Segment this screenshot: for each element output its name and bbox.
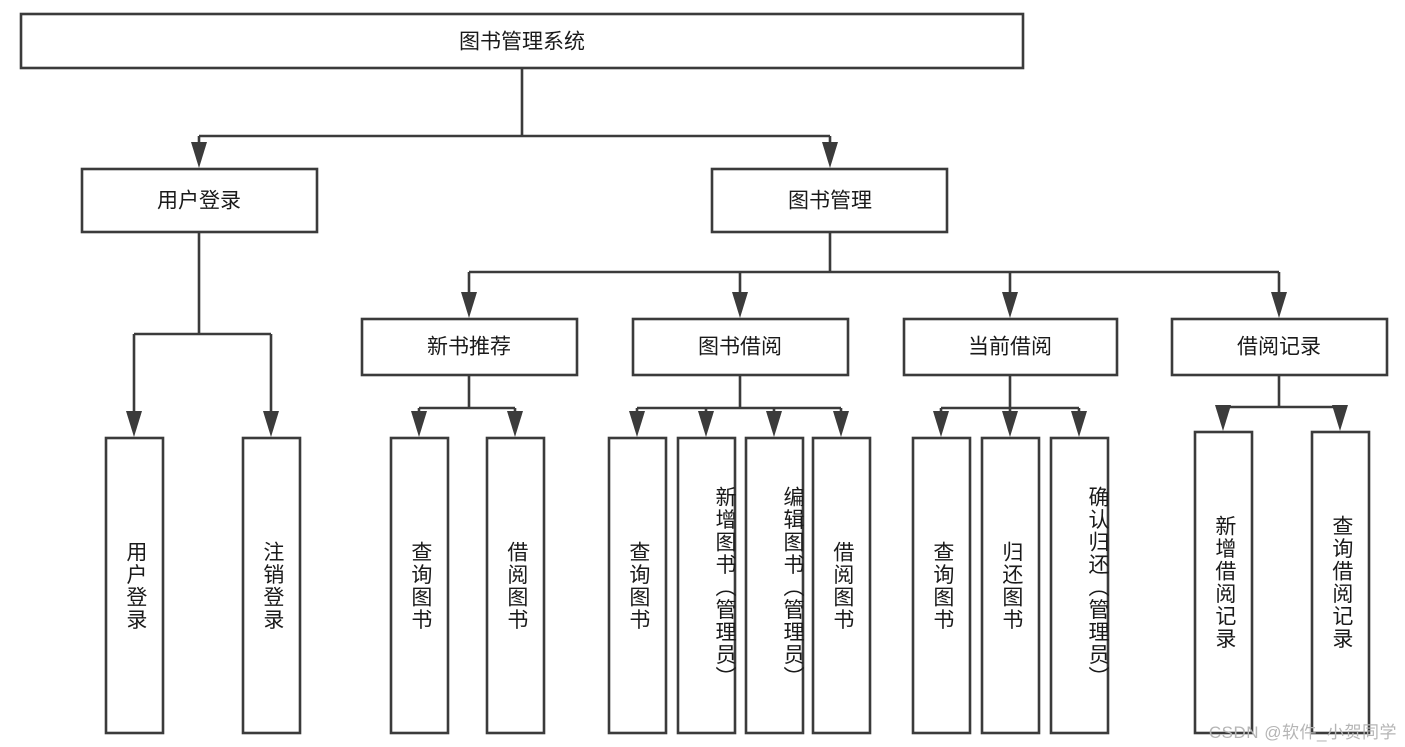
leaf-query-book-1-box[interactable] bbox=[389, 436, 450, 735]
node-borrow-record-box[interactable] bbox=[1170, 317, 1389, 377]
leaf-return-book-box[interactable] bbox=[980, 436, 1041, 735]
connector-newbook-to-leaves bbox=[411, 375, 523, 437]
connector-borrowrecord-to-leaves bbox=[1215, 375, 1348, 431]
leaf-query-book-3-box[interactable] bbox=[911, 436, 972, 735]
connector-bookborrow-to-leaves bbox=[629, 375, 849, 437]
connector-root-to-level2 bbox=[191, 68, 838, 168]
leaf-user-login-box[interactable] bbox=[104, 436, 165, 735]
node-book-management-box[interactable] bbox=[710, 167, 949, 234]
leaf-logout-login-box[interactable] bbox=[241, 436, 302, 735]
node-book-borrow-label: 图书借阅 bbox=[698, 336, 782, 359]
node-new-book-recommend-box[interactable] bbox=[360, 317, 579, 377]
node-root-box[interactable] bbox=[19, 12, 1025, 70]
leaf-borrow-book-2-box[interactable] bbox=[811, 436, 872, 735]
node-root-label: 图书管理系统 bbox=[459, 31, 585, 54]
leaf-query-book-2-box[interactable] bbox=[607, 436, 668, 735]
leaf-query-borrow-record-box[interactable] bbox=[1310, 430, 1371, 735]
node-book-borrow-box[interactable] bbox=[631, 317, 850, 377]
leaf-add-borrow-record-box[interactable] bbox=[1193, 430, 1254, 735]
leaf-edit-book-admin-box[interactable] bbox=[744, 436, 805, 735]
connector-userlogin-to-leaves bbox=[126, 232, 279, 437]
node-book-management-label: 图书管理 bbox=[788, 190, 872, 213]
node-current-borrow-label: 当前借阅 bbox=[968, 336, 1052, 359]
leaf-confirm-return-admin-box[interactable] bbox=[1049, 436, 1110, 735]
node-current-borrow-box[interactable] bbox=[902, 317, 1119, 377]
leaf-add-book-admin-box[interactable] bbox=[676, 436, 737, 735]
node-user-login-label: 用户登录 bbox=[157, 190, 241, 213]
leaf-borrow-book-1-box[interactable] bbox=[485, 436, 546, 735]
connector-currentborrow-to-leaves bbox=[933, 375, 1087, 437]
watermark-text: CSDN @软件_小贺同学 bbox=[1208, 723, 1397, 742]
connector-bookmanagement-to-level3 bbox=[461, 232, 1287, 318]
node-user-login-box[interactable] bbox=[80, 167, 319, 234]
node-borrow-record-label: 借阅记录 bbox=[1237, 336, 1321, 359]
node-new-book-recommend-label: 新书推荐 bbox=[427, 336, 511, 359]
